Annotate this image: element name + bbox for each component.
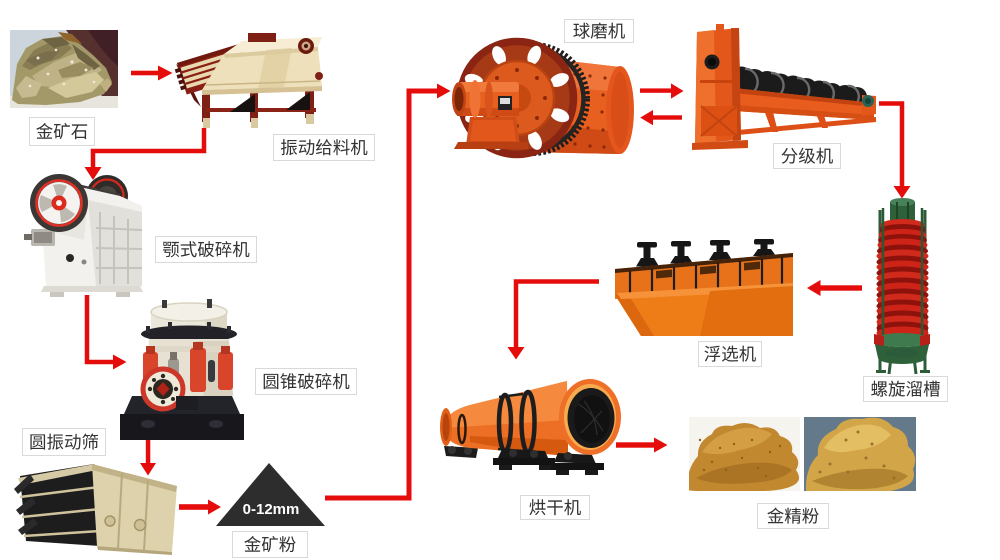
svg-text:0-12mm: 0-12mm <box>243 501 300 518</box>
